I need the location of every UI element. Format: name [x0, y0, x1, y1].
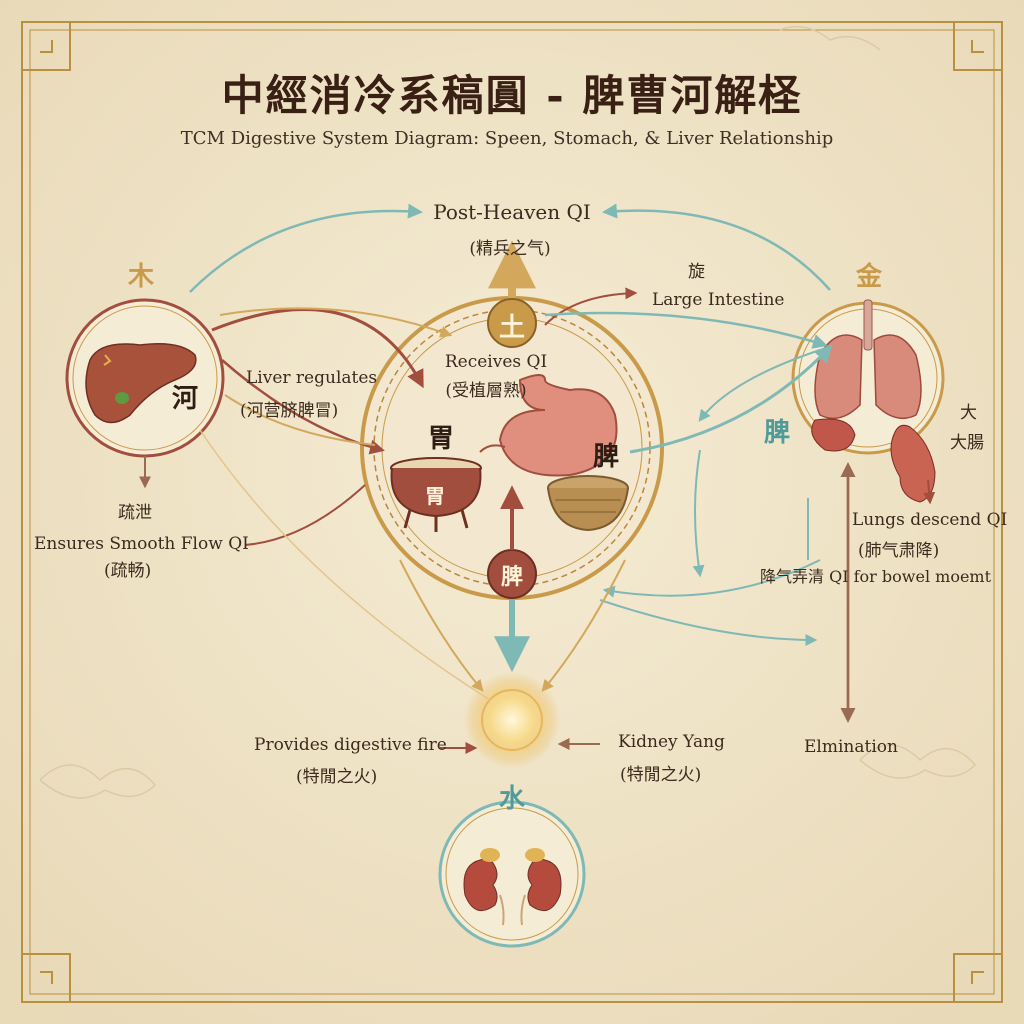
earth-element-label: 土 [498, 313, 526, 343]
wood-element-label: 木 [128, 262, 155, 292]
liver-regulates-sub: (河营脐脾冒) [240, 401, 339, 421]
cauldron-char: 胃 [425, 484, 445, 508]
grain-basket-icon [547, 475, 629, 532]
ornamental-frame [21, 21, 1003, 1003]
post-heaven-label: Post-Heaven QI [433, 200, 591, 224]
digestive-fire-orb [464, 672, 560, 768]
bowel-movement-label: 降气弄清 QI for bowel moemt [760, 567, 992, 586]
cauldron-icon [390, 457, 482, 532]
lungs-descend-label: Lungs descend QI [852, 510, 1008, 530]
diagram-title: 中經消冷系稿圓 - 脾曹河解柽 [221, 71, 803, 120]
basket-char: 脾 [593, 442, 620, 472]
spleen-char: 脾 [500, 564, 524, 590]
water-element-label: 水 [498, 784, 526, 814]
digestive-fire-sub: (特閒之火) [296, 767, 378, 787]
connection-arrows [139, 203, 856, 754]
metal-element-label: 金 [856, 262, 883, 292]
receives-qi-label: Receives QI [444, 352, 548, 372]
earth-badge [487, 298, 537, 348]
lungs-side-char: 脾 [764, 418, 791, 448]
digestive-fire-label: Provides digestive fire [254, 735, 447, 755]
liver-smooth-char: 疏泄 [118, 503, 152, 523]
receives-qi-sub: (受植層熟) [445, 381, 527, 401]
kidney-yang-sub: (特閒之火) [620, 765, 702, 785]
liver-organ-icon [85, 343, 197, 424]
elimination-label: Elmination [804, 737, 898, 757]
cloud-ornaments [39, 25, 977, 799]
post-heaven-sub: (精兵之气) [469, 239, 551, 259]
intestine-char: 大 [960, 403, 977, 423]
large-intestine-icon [811, 418, 936, 505]
lungs-descend-sub: (肺气肃降) [858, 541, 940, 561]
liver-char: 河 [172, 384, 199, 414]
stomach-char: 胃 [428, 424, 455, 454]
kidney-circle [438, 800, 586, 948]
large-intestine-label: Large Intestine [652, 290, 785, 310]
kidney-yang-label: Kidney Yang [618, 732, 725, 752]
liver-regulates-label: Liver regulates [246, 368, 378, 388]
large-intestine-char: 旋 [688, 262, 705, 282]
smooth-flow-label: Ensures Smooth Flow QI [34, 534, 249, 554]
kidneys-organ-icon [463, 848, 562, 926]
stomach-organ-icon [479, 374, 618, 477]
smooth-flow-sub: (疏畅) [104, 561, 152, 581]
diagram-subtitle: TCM Digestive System Diagram: Speen, Sto… [180, 128, 834, 149]
intestine-sub: 大腸 [950, 433, 984, 453]
